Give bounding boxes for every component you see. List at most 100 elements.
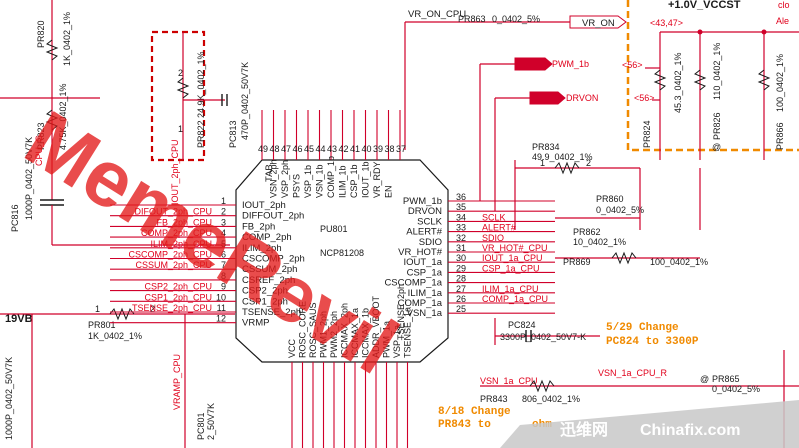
- pwm-1b-net: PWM_1b: [552, 59, 589, 69]
- ic-top-pin-name: EN: [384, 185, 394, 198]
- ic-top-pin-number: 46: [293, 144, 303, 154]
- ic-bottom-pin-name: PWM2_2ph: [329, 311, 339, 358]
- pr826-value: 110_0402_1%: [712, 43, 722, 100]
- cpu-c-net: CPU_C: [34, 135, 44, 166]
- ic-right-pin-name: SDIO: [419, 237, 442, 248]
- rail-pin-ref-1: <43,47>: [650, 18, 683, 28]
- ic-bottom-pin-name: TSENSE_1a: [403, 307, 413, 358]
- ic-right-pin-number: 26: [456, 294, 466, 304]
- ic-left-pin-number: 9: [221, 282, 226, 292]
- pc824-value: 3300P_0402_50V7-K: [500, 332, 586, 342]
- pr824-ref: PR824: [642, 120, 652, 148]
- vsn-1a-cpu-r-net: VSN_1a_CPU_R: [598, 368, 668, 378]
- pr862-value: 10_0402_1%: [573, 237, 626, 247]
- pr822-highlight-box: [150, 30, 206, 162]
- ic-top-pin-number: 41: [350, 144, 360, 154]
- ic-top-pin-name: VSP_1b: [303, 165, 313, 198]
- ic-ref-label: PU801: [320, 224, 348, 234]
- ic-right-net-label: ILIM_1a_CPU: [482, 284, 539, 294]
- ic-right-pin-name: PWM_1b: [403, 196, 442, 207]
- ic-right-net-label: IOUT_1a_CPU: [482, 253, 543, 263]
- pr843-value: 806_0402_1%: [522, 394, 580, 404]
- ic-left-net-label: FB_2ph_CPU: [156, 217, 212, 227]
- ic-top-pin-number: 37: [396, 144, 406, 154]
- pr822-ref: PR822: [196, 120, 206, 148]
- ic-part-label: NCP81208: [320, 248, 364, 258]
- pr801-value: 1K_0402_1%: [88, 331, 142, 341]
- ic-right-pin-number: 34: [456, 212, 466, 222]
- vr-on-cpu-label: VR_ON_CPU: [408, 9, 466, 20]
- ic-right-pin-name: VSN_1a: [407, 308, 443, 319]
- ic-left-pin-number: 11: [217, 303, 226, 313]
- ic-right-pin-name: ALERT#: [406, 227, 442, 238]
- pr863-ref: PR863: [458, 14, 486, 24]
- ic-right-pin-name: SCLK: [417, 216, 442, 227]
- ic-right-pin-number: 25: [456, 304, 466, 314]
- pr820-ref: PR820: [36, 20, 46, 48]
- ic-left-net-label: DIFOUT_2ph_CPU: [134, 207, 212, 217]
- pc801-value: 2_50V7K: [206, 403, 216, 440]
- pr826-ref: PR826: [712, 112, 722, 140]
- ic-left-net-label: CSP2_2ph_CPU: [144, 282, 212, 292]
- ic-top-pin-number: 42: [339, 144, 349, 154]
- ic-top-pin-name: VR_RDY: [372, 161, 382, 198]
- vr-on-label: VR_ON: [582, 18, 615, 29]
- ic-left-pin-name: CSP1_2ph: [242, 296, 288, 307]
- ic-bottom-pin-name: ADDR_VBOOT: [371, 295, 381, 358]
- vccst-rail-group: +1.0V_VCCST clo Ale <43,47> <56> <56> PR…: [622, 0, 799, 160]
- ic-top-pin-name: IOUT_1b: [361, 161, 371, 198]
- vsn-1a-cpu-net: VSN_1a_CPU: [480, 376, 538, 386]
- ic-left-pin-name: CSP2_2ph: [242, 286, 288, 297]
- pr823-ref: PR823: [36, 122, 46, 150]
- ic-left-pin-number: 12: [216, 314, 226, 324]
- ic-right-pin-number: 33: [456, 223, 466, 233]
- ic-left-pin-number: 5: [221, 239, 226, 249]
- ic-left-pin-number: 3: [221, 217, 226, 227]
- ic-top-pin-name: PSYS: [292, 174, 302, 198]
- pr834-value: 49.9_0402_1%: [532, 152, 593, 162]
- rail-partial-2: Ale: [776, 16, 789, 26]
- ic-top-pin-number: 44: [316, 144, 326, 154]
- ic-right-pin-number: 30: [456, 253, 466, 263]
- ic-right-pin-name: CSCOMP_1a: [384, 278, 442, 289]
- ic-top-pin-number: 39: [373, 144, 383, 154]
- ic-bottom-pin-name: ICCMAX_2ph: [340, 303, 350, 358]
- pr866-value: 100_0402_1%: [775, 54, 785, 112]
- note-pr843-to: PR843 to: [438, 419, 491, 431]
- rail-pin-ref-2: <56>: [622, 60, 643, 70]
- ic-top-pin-name: ILIM_1b: [338, 165, 348, 198]
- ic-bottom-pin-name: PWM_1a: [382, 321, 392, 358]
- note-pc824-3300p: PC824 to 3300P: [606, 336, 699, 348]
- pr865-at-mark: @: [700, 374, 709, 384]
- pr834-pin-1: 1: [540, 158, 545, 168]
- chinafix-banner: 迅维网 Chinafix.com: [500, 400, 799, 448]
- ic-right-net-label: COMP_1a_CPU: [482, 294, 548, 304]
- memerevil-watermark: MemeRevil: [11, 94, 413, 391]
- ic-right-net-label: CSP_1a_CPU: [482, 263, 540, 273]
- ic-tab-label: TAB: [264, 164, 275, 182]
- pc824-ref: PC824: [508, 320, 536, 330]
- ic-left-net-label: CSP1_2ph_CPU: [144, 292, 212, 302]
- ic-right-pin-number: 29: [456, 263, 466, 273]
- pr869-value: 100_0402_1%: [650, 257, 708, 267]
- ic-left-pin-number: 4: [221, 228, 226, 238]
- ic-top-pin-number: 40: [362, 144, 372, 154]
- pr869-ref: PR869: [563, 257, 591, 267]
- pr865-ref: PR865: [712, 374, 740, 384]
- ic-left-pin-name: FB_2ph: [242, 221, 275, 232]
- top-net-group: VR_ON_CPU PR863 0_0402_5% VR_ON PWM_1b D…: [404, 9, 627, 211]
- pr860-ref: PR860: [596, 194, 624, 204]
- ic-top-pin-number: 47: [281, 144, 291, 154]
- ic-left-pin-name: DIFFOUT_2ph: [242, 211, 304, 222]
- ic-left-pin-name: ILIM_2ph: [242, 243, 282, 254]
- ic-top-pin-number: 48: [270, 144, 280, 154]
- pr860-value: 0_0402_5%: [596, 205, 644, 215]
- ic-bottom-pin-name: ROSC_CORE: [298, 301, 308, 358]
- ic-left-net-label: ILIM_2ph_CPU: [150, 239, 212, 249]
- pr822-value: 24.9K_0402_1%: [196, 51, 206, 118]
